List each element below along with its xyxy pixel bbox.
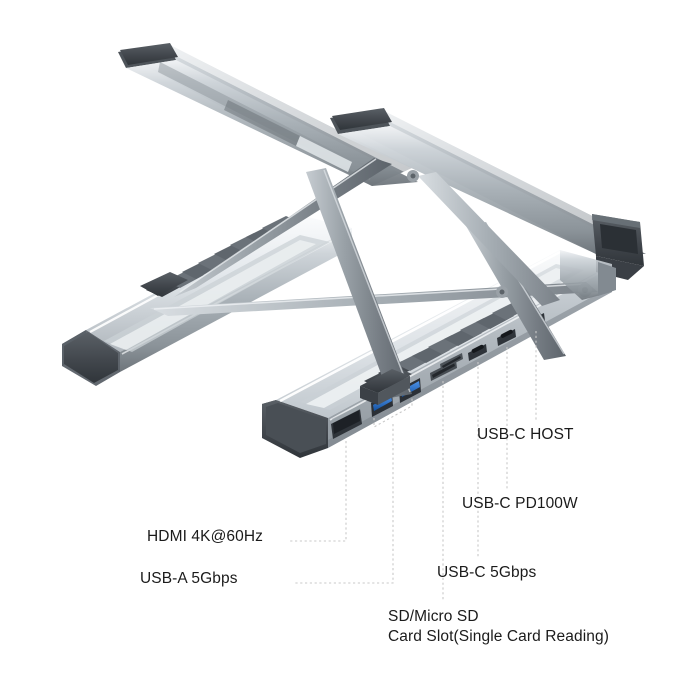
leader-lines: [288, 331, 537, 600]
callout-label-usb-c-5gbps: USB-C 5Gbps: [437, 564, 537, 581]
callout-label-sd-card: SD/Micro SD Card Slot(Single Card Readin…: [388, 607, 609, 646]
callout-label-usb-c-pd100w: USB-C PD100W: [462, 495, 578, 512]
support-arm-front-left: [174, 158, 392, 297]
callout-label-usb-c-host: USB-C HOST: [477, 426, 574, 443]
callout-label-hdmi: HDMI 4K@60Hz: [147, 528, 263, 545]
usb-c-power-delivery-port: [497, 329, 516, 346]
hdmi-port: [331, 405, 362, 439]
base-rail-right-tip: [560, 250, 616, 300]
callout-label-sd-card-line2: Card Slot(Single Card Reading): [388, 627, 609, 645]
support-arm-center-x: [306, 168, 412, 398]
callout-label-sd-card-line1: SD/Micro SD: [388, 608, 479, 625]
upper-right-plate: [330, 108, 646, 254]
usb-c-data-port: [468, 344, 487, 361]
support-arm-rear-right: [418, 172, 560, 306]
hub-top-block: [360, 369, 410, 405]
sd-microsd-card-slot: [430, 353, 463, 381]
upper-left-plate: [118, 43, 418, 186]
callout-label-usb-a: USB-A 5Gbps: [140, 570, 238, 587]
